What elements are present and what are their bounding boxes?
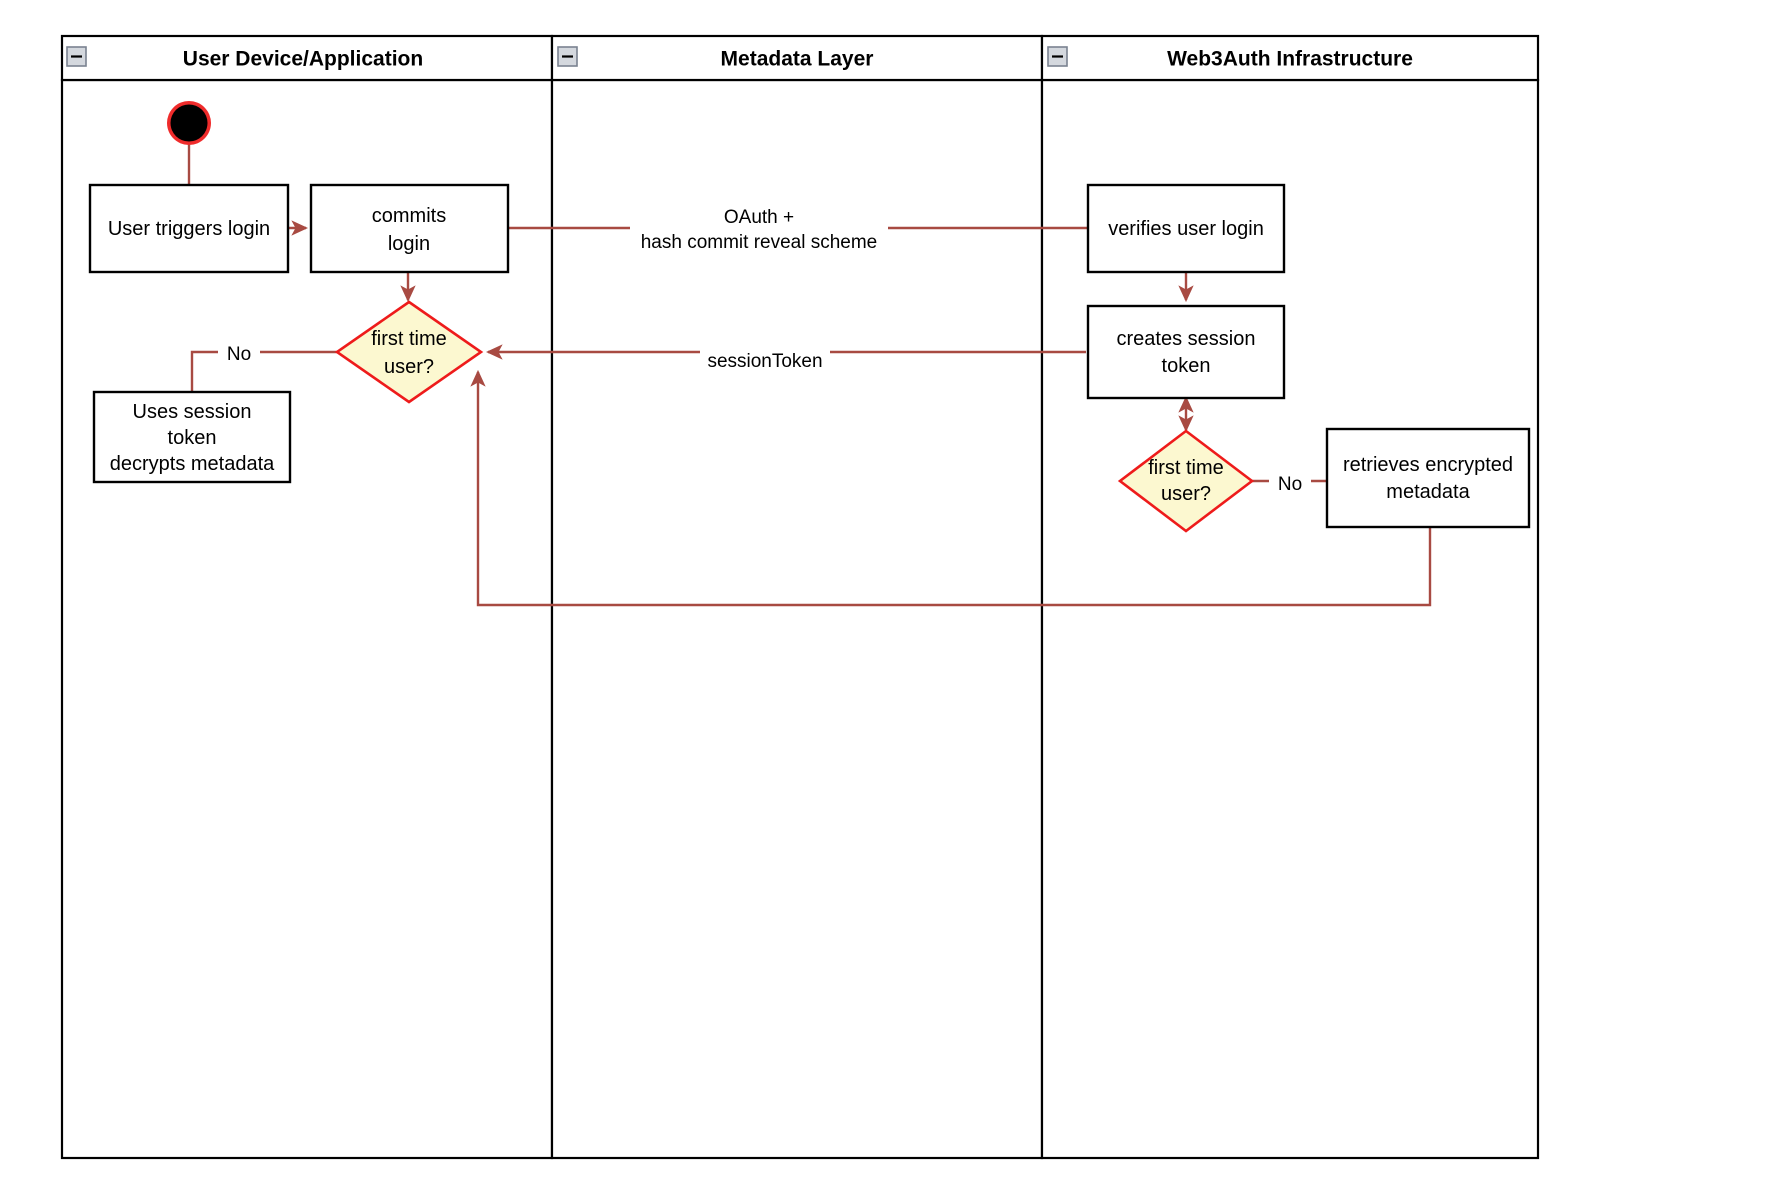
activity-label-creates-session-line2: token bbox=[1162, 355, 1211, 377]
lane-title-web3auth: Web3Auth Infrastructure bbox=[1167, 48, 1413, 71]
activity-verifies-user-login[interactable]: verifies user login bbox=[1086, 183, 1286, 274]
decision-first-time-user-server[interactable]: first time user? bbox=[1117, 429, 1255, 533]
lane-title-user-device: User Device/Application bbox=[183, 48, 423, 71]
activity-label-commits-login-line2: login bbox=[388, 233, 430, 255]
minus-square-icon[interactable] bbox=[557, 46, 578, 67]
activity-label-creates-session-line1: creates session bbox=[1117, 328, 1256, 350]
edge-label-oauth-line2: hash commit reveal scheme bbox=[641, 232, 878, 253]
activity-label-uses-session-line3: decrypts metadata bbox=[110, 453, 275, 475]
decision-label-server-line1: first time bbox=[1148, 457, 1224, 479]
minus-square-icon[interactable] bbox=[1047, 46, 1068, 67]
activity-creates-session-token[interactable]: creates session token bbox=[1086, 304, 1286, 400]
decision-label-client-line1: first time bbox=[371, 328, 447, 350]
lane-header-metadata bbox=[550, 34, 1044, 82]
edge-retrieves-back-to-client-decision bbox=[470, 369, 1432, 607]
lane-body-metadata bbox=[550, 78, 1044, 1160]
edge-label-no-client: No bbox=[218, 340, 260, 366]
activity-label-user-triggers-login: User triggers login bbox=[108, 218, 270, 240]
activity-retrieves-encrypted-metadata[interactable]: retrieves encrypted metadata bbox=[1325, 427, 1531, 529]
decision-label-client-line2: user? bbox=[384, 356, 434, 378]
edge-decision-no-to-uses-session bbox=[190, 350, 338, 392]
activity-label-retrieves-line1: retrieves encrypted bbox=[1343, 454, 1513, 476]
activity-label-uses-session-line1: Uses session bbox=[133, 401, 252, 423]
activity-commits-login[interactable]: commits login bbox=[309, 183, 510, 274]
edge-label-no-server: No bbox=[1269, 470, 1311, 496]
lane-metadata[interactable]: Metadata Layer bbox=[550, 34, 1044, 1160]
activity-user-triggers-login[interactable]: User triggers login bbox=[88, 183, 290, 274]
activity-label-uses-session-line2: token bbox=[168, 427, 217, 449]
activity-label-commits-login-line1: commits bbox=[372, 205, 446, 227]
lane-header-user-device bbox=[60, 34, 554, 82]
lane-title-metadata: Metadata Layer bbox=[721, 48, 874, 71]
edge-label-no-client-text: No bbox=[227, 344, 251, 365]
edge-label-session-token: sessionToken bbox=[700, 345, 830, 373]
minus-square-icon[interactable] bbox=[66, 46, 87, 67]
activity-uses-session-token[interactable]: Uses session token decrypts metadata bbox=[92, 390, 292, 484]
edge-label-oauth-line1: OAuth + bbox=[724, 207, 794, 228]
activity-label-retrieves-line2: metadata bbox=[1386, 481, 1470, 503]
initial-node-start[interactable] bbox=[167, 101, 211, 145]
edge-label-session-token-text: sessionToken bbox=[707, 351, 822, 372]
decision-first-time-user-client[interactable]: first time user? bbox=[334, 300, 484, 404]
decision-label-server-line2: user? bbox=[1161, 483, 1211, 505]
edge-label-oauth: OAuth + hash commit reveal scheme bbox=[630, 200, 888, 256]
activity-label-verifies-user-login: verifies user login bbox=[1108, 218, 1264, 240]
edge-label-no-server-text: No bbox=[1278, 474, 1302, 495]
lane-header-web3auth bbox=[1040, 34, 1540, 82]
